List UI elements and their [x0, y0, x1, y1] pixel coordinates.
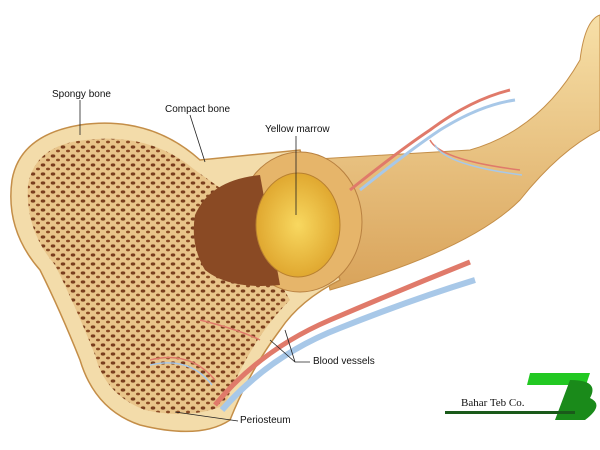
artery: [213, 259, 471, 407]
yellow-marrow: [255, 172, 341, 278]
label-periosteum: Periosteum: [240, 415, 291, 426]
logo-text: Bahar Teb Co.: [461, 397, 525, 409]
vein-upper: [359, 98, 516, 192]
logo-mark: [445, 373, 597, 420]
leader-lines: [79, 100, 310, 422]
vein: [219, 277, 476, 412]
label-blood-vessels: Blood vessels: [313, 356, 375, 367]
artery-upper: [349, 88, 511, 192]
label-spongy-bone: Spongy bone: [52, 89, 111, 100]
medullary-cavity-cut: [193, 175, 280, 286]
label-compact-bone: Compact bone: [165, 104, 231, 115]
label-yellow-marrow: Yellow marrow: [265, 124, 330, 135]
bone-shaft: [299, 14, 600, 291]
